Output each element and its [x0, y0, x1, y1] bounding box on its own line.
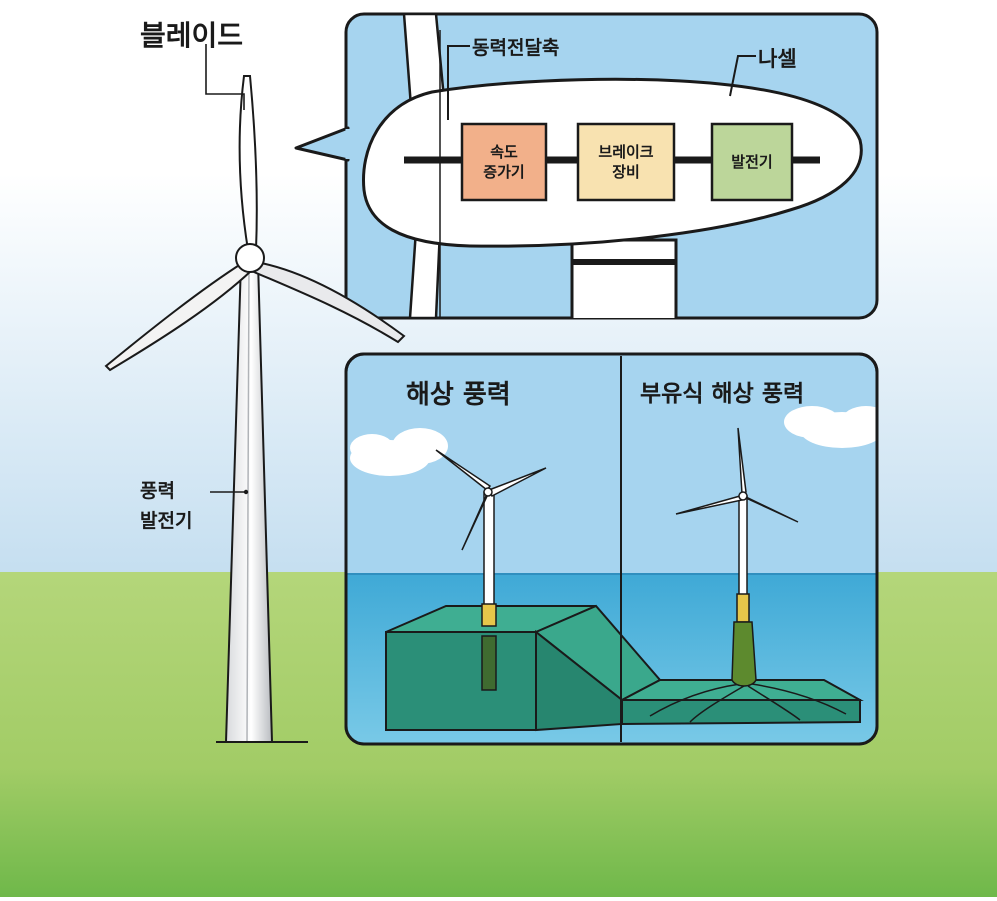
offshore-panel	[344, 352, 879, 746]
label-offshore-wind: 해상 풍력	[406, 380, 511, 410]
tower-top	[570, 238, 678, 318]
offshore-seabed	[385, 604, 662, 732]
label-blade: 블레이드	[140, 19, 244, 52]
brake-box	[576, 122, 676, 202]
blade-right	[252, 260, 406, 344]
label-floating-offshore-wind: 부유식 해상 풍력	[640, 381, 805, 407]
label-brake: 브레이크 장비	[598, 143, 654, 181]
label-generator: 발전기	[731, 153, 773, 171]
blade-up	[238, 75, 258, 251]
label-power-shaft: 동력전달축	[472, 37, 560, 59]
gearbox-box	[460, 122, 548, 202]
fixed-offshore-turbine	[435, 449, 547, 691]
nacelle-detail-panel	[294, 12, 879, 320]
generator-box	[710, 122, 794, 202]
cloud-right	[784, 406, 877, 448]
label-wind-turbine: 풍력 발전기	[140, 480, 193, 532]
main-wind-turbine	[104, 44, 406, 743]
label-nacelle: 나셀	[758, 47, 797, 71]
label-gearbox: 속도 증가기	[483, 143, 525, 181]
cloud-left	[350, 428, 448, 476]
floating-offshore-turbine	[675, 427, 799, 687]
floating-seabed	[621, 679, 864, 726]
turbine-hub	[235, 243, 265, 273]
blade-left	[104, 260, 254, 372]
